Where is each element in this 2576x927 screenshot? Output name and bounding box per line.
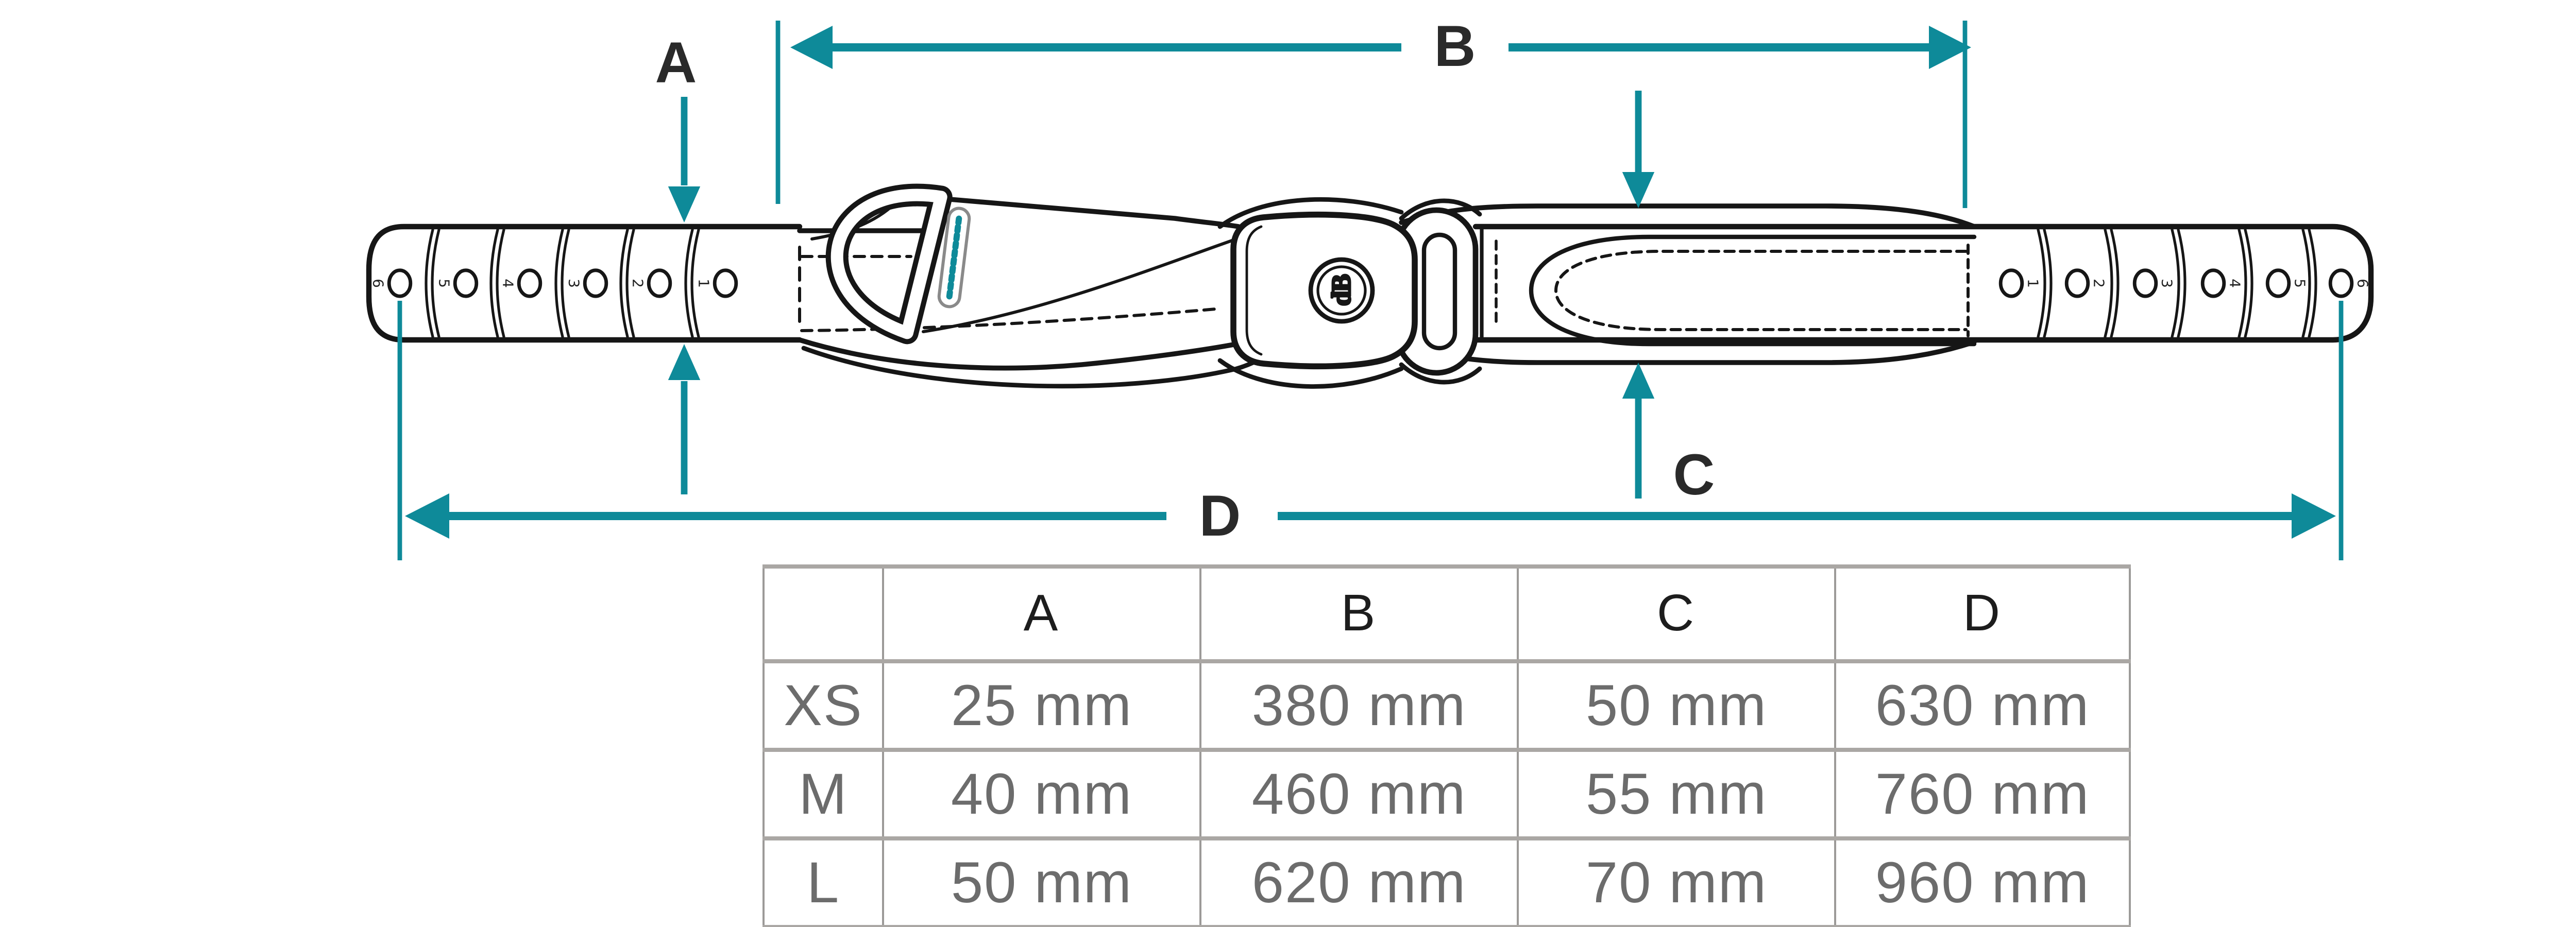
table-row-xs: XS 25 mm 380 mm 50 mm 630 mm: [762, 659, 2131, 752]
belt-illustration: 6 5 4 3 2 1: [366, 183, 2374, 389]
arrowhead-right-icon: [2292, 493, 2336, 539]
left-fold: [797, 183, 1280, 389]
table-header-cell: D: [1834, 564, 2131, 663]
dimension-annotations: A B C: [397, 14, 2344, 560]
left-strap-dividers: [425, 228, 700, 338]
belt-hole: [1998, 268, 2024, 298]
buckle-assembly: dB: [1217, 197, 1498, 389]
table-cell: 630 mm: [1834, 659, 2131, 752]
row-label: XS: [762, 659, 884, 752]
dimension-a-label: A: [655, 30, 697, 95]
dimension-b-label: B: [1434, 14, 1476, 78]
belt-hole: [2328, 268, 2354, 298]
left-strap-holes: [387, 268, 738, 298]
belt-hole: [583, 268, 608, 298]
brand-logo-ring: [1308, 257, 1375, 324]
stitch-strip: [937, 207, 971, 308]
brand-logo: dB: [1327, 274, 1357, 306]
belt-hole: [2132, 268, 2158, 298]
row-label: M: [762, 748, 884, 840]
d-ring: [825, 183, 953, 345]
dimension-a: A: [655, 30, 701, 494]
arrowhead-down-icon: [668, 186, 701, 222]
table-cell: 55 mm: [1517, 748, 1836, 840]
arrowhead-down-icon: [1622, 172, 1655, 208]
stitch-strip-stitches: [946, 215, 962, 300]
hole-number: 4: [500, 279, 517, 288]
table-cell: 50 mm: [882, 836, 1201, 927]
hole-number: 1: [696, 279, 713, 288]
dimension-d-label: D: [1199, 484, 1241, 548]
table-cell: 620 mm: [1199, 836, 1519, 927]
size-table: A B C D XS 25 mm 380 mm 50 mm 630 mm M 4…: [762, 564, 2131, 927]
table-cell: 70 mm: [1517, 836, 1836, 927]
arrowhead-right-icon: [1929, 26, 1971, 69]
table-row-m: M 40 mm 460 mm 55 mm 760 mm: [762, 748, 2131, 840]
row-label: L: [762, 836, 884, 927]
left-strap: 6 5 4 3 2 1: [366, 224, 803, 343]
belt-hole: [2200, 268, 2226, 298]
size-table-header-row: A B C D: [762, 564, 2131, 663]
hole-number: 3: [566, 279, 583, 288]
table-header-cell: C: [1517, 564, 1836, 663]
table-corner-cell: [762, 564, 884, 663]
belt-hole: [387, 268, 413, 298]
belt-hole: [713, 268, 738, 298]
arrowhead-left-icon: [405, 493, 449, 539]
right-strap-dividers: [2037, 228, 2317, 338]
dimension-c-label: C: [1673, 442, 1715, 507]
table-cell: 380 mm: [1199, 659, 1519, 752]
hole-number: 5: [2292, 279, 2309, 288]
tongue-pocket: [1529, 234, 1977, 347]
right-strap-hole-numbers: 1 2 3 4 5 6: [2025, 279, 2371, 288]
table-header-cell: B: [1199, 564, 1519, 663]
belt-hole: [2265, 268, 2291, 298]
hole-number: 6: [370, 279, 387, 288]
belt-hole: [453, 268, 479, 298]
hole-number: 4: [2227, 279, 2244, 288]
hole-number: 2: [630, 279, 647, 288]
arrowhead-up-icon: [1622, 363, 1655, 399]
table-cell: 460 mm: [1199, 748, 1519, 840]
belt-hole: [2064, 268, 2090, 298]
belt-hole: [647, 268, 672, 298]
hole-number: 5: [436, 279, 453, 288]
belt-hole: [517, 268, 543, 298]
size-table-container: A B C D XS 25 mm 380 mm 50 mm 630 mm M 4…: [762, 564, 2131, 927]
table-header-cell: A: [882, 564, 1201, 663]
hole-number: 3: [2159, 279, 2176, 288]
table-cell: 960 mm: [1834, 836, 2131, 927]
table-cell: 25 mm: [882, 659, 1201, 752]
left-strap-hole-numbers: 6 5 4 3 2 1: [370, 279, 713, 288]
hole-number: 2: [2091, 279, 2108, 288]
table-row-l: L 50 mm 620 mm 70 mm 960 mm: [762, 836, 2131, 927]
table-cell: 40 mm: [882, 748, 1201, 840]
arrowhead-left-icon: [790, 26, 833, 69]
dimension-b: B: [775, 14, 1971, 208]
right-strap: 1 2 3 4 5 6: [1399, 203, 2374, 365]
keeper-slot: [1421, 232, 1458, 351]
hole-number: 6: [2354, 279, 2371, 288]
dimension-d: D: [397, 301, 2344, 560]
table-cell: 760 mm: [1834, 748, 2131, 840]
right-strap-holes: [1998, 268, 2354, 298]
table-cell: 50 mm: [1517, 659, 1836, 752]
dimension-c: C: [1622, 91, 1715, 507]
brand-logo-ring-inner: [1316, 265, 1367, 316]
arrowhead-up-icon: [668, 344, 701, 380]
hole-number: 1: [2025, 279, 2042, 288]
